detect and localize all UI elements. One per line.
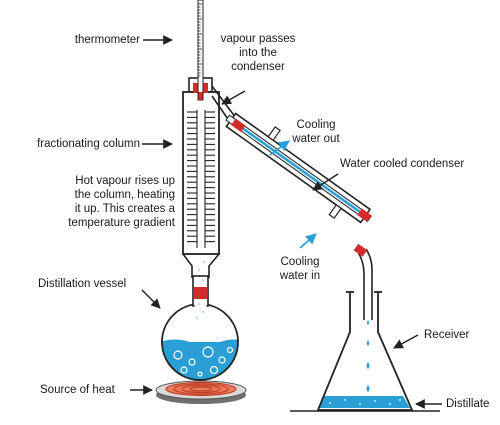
column-body — [182, 91, 220, 255]
thermometer-label: thermometer — [74, 34, 140, 46]
flask-neck-mask — [194, 300, 207, 310]
fractionating-column — [182, 77, 220, 299]
cooling-water-out-line-1: Cooling — [296, 119, 336, 131]
condenser-top-stopper — [231, 118, 246, 132]
heater-coil-4 — [189, 386, 213, 392]
distillate-label: Distillate — [446, 398, 490, 410]
cooling-water-in-line-2: water in — [279, 270, 321, 282]
condenser — [225, 112, 372, 224]
flask-stopper — [194, 287, 207, 299]
flask-bubbles — [173, 346, 234, 377]
heater-coil-3 — [181, 384, 221, 394]
droplets — [366, 320, 370, 392]
vapour-passes-label: vapour passes into the condenser — [218, 32, 298, 74]
receiver-arrow — [393, 334, 419, 349]
fractionating-column-label: fractionating column — [37, 138, 140, 150]
hot-vapour-label: Hot vapour rises up the column, heating … — [40, 174, 175, 230]
condenser-inner-water — [238, 124, 362, 214]
heater-coil-2 — [173, 383, 229, 395]
thermometer — [197, 0, 204, 101]
adapter-tube — [353, 243, 373, 320]
water-out-arrow — [269, 140, 290, 156]
heat-source — [155, 380, 247, 404]
vapour-passes-line-3: condenser — [231, 61, 285, 73]
distillation-vessel-label: Distillation vessel — [38, 278, 127, 290]
annotation-arrows — [130, 35, 442, 409]
source-of-heat-label: Source of heat — [40, 384, 115, 396]
water-cooled-condenser-label: Water cooled condenser — [340, 158, 465, 170]
column-taper — [182, 253, 220, 278]
distillation-flask — [161, 253, 239, 381]
flask-liquid-surface — [162, 339, 238, 345]
hot-vapour-line-2: the column, heating — [74, 189, 175, 201]
cooling-water-out-line-2: water out — [292, 133, 340, 145]
hot-vapour-line-4: temperature gradient — [68, 217, 175, 229]
vapour-arrow — [221, 90, 246, 105]
hot-vapour-line-1: Hot vapour rises up — [75, 175, 175, 187]
water-in-port — [328, 204, 342, 219]
cooling-water-in-label: Cooling water in — [270, 255, 330, 283]
water-flow-arrows — [269, 140, 317, 249]
water-out-port — [267, 126, 281, 142]
cooling-water-in-line-1: Cooling — [280, 256, 320, 268]
condenser-end-stopper — [357, 208, 372, 222]
cooling-water-out-label: Cooling water out — [284, 118, 348, 146]
vapour-passes-line-2: into the — [239, 47, 277, 59]
conical-flask-body — [316, 292, 414, 411]
water-in-arrow — [299, 233, 317, 249]
column-fins — [187, 111, 215, 243]
thermometer-scale — [198, 3, 202, 77]
receiver-flask — [290, 291, 440, 412]
thermometer-stem — [197, 0, 204, 101]
distillation-vessel-arrow — [141, 289, 161, 309]
thermometer-bulb — [198, 92, 203, 100]
receiver-label: Receiver — [424, 329, 470, 341]
hot-vapour-line-3: it up. This creates a — [74, 203, 175, 215]
adapter-stopper — [353, 243, 368, 257]
vapour-passes-line-1: vapour passes — [220, 33, 296, 45]
distillate-liquid — [318, 396, 410, 408]
condenser-arrow — [312, 173, 339, 191]
distillate-dots — [329, 399, 401, 405]
flask-liquid — [162, 342, 238, 380]
